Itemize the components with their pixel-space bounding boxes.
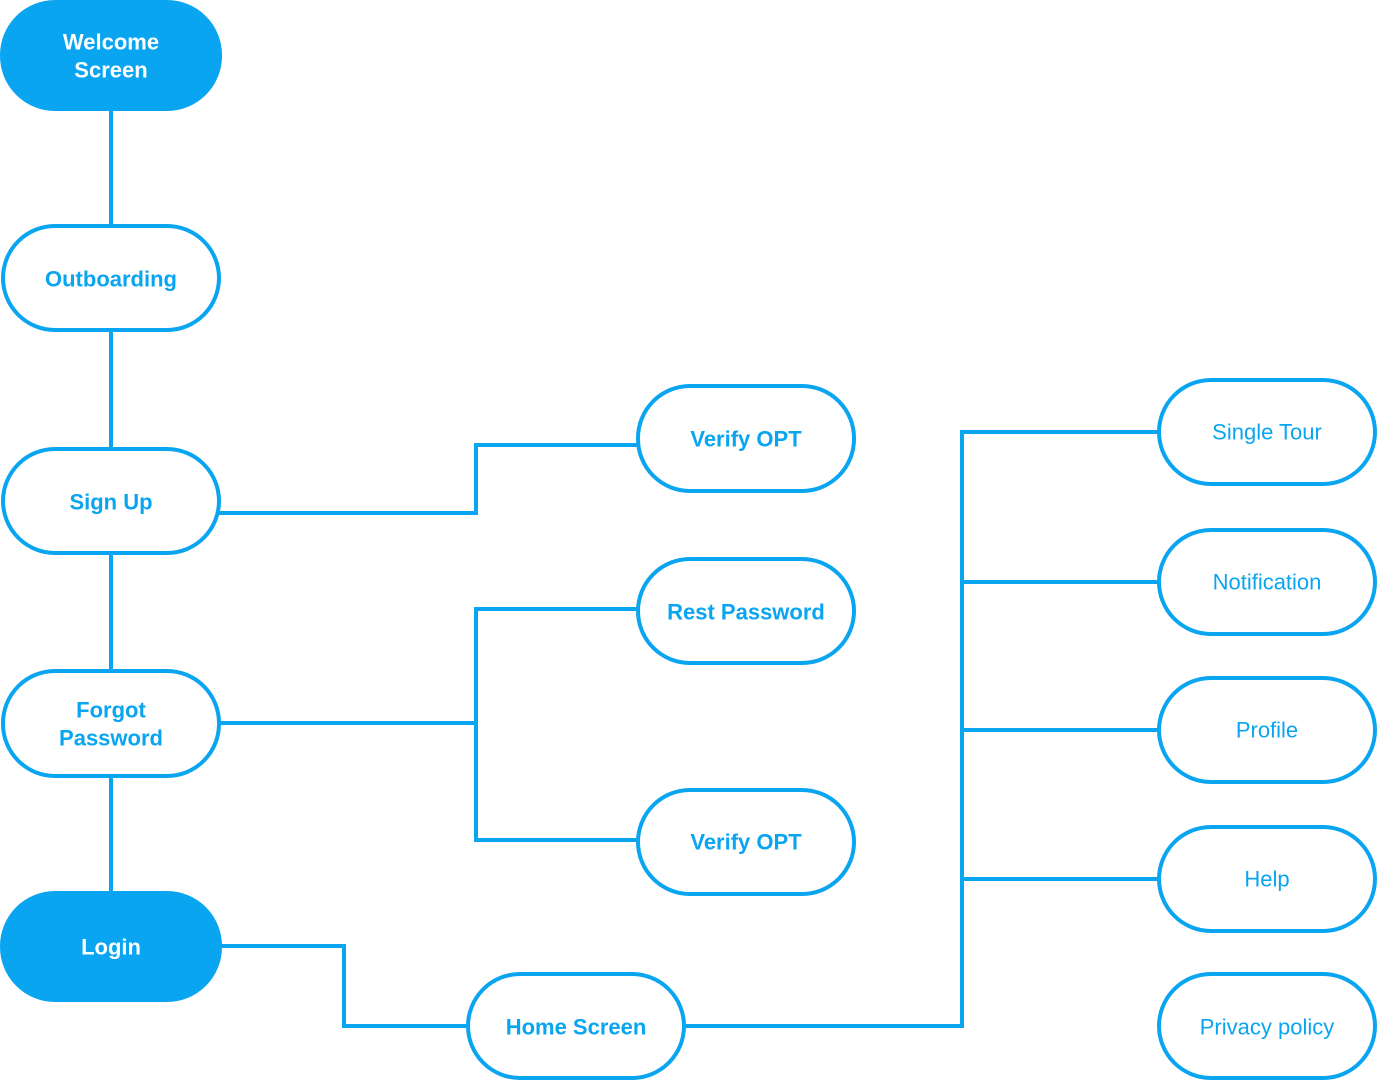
connector-login-home <box>220 944 468 1028</box>
node-profile-label: Profile <box>1236 718 1298 743</box>
connectors <box>109 110 1159 1028</box>
node-help-label: Help <box>1244 867 1289 892</box>
node-notification[interactable]: Notification <box>1157 528 1377 636</box>
node-outboarding[interactable]: Outboarding <box>1 224 221 332</box>
node-login[interactable]: Login <box>0 891 222 1002</box>
node-privacy-policy[interactable]: Privacy policy <box>1157 972 1377 1080</box>
node-verify-opt-signup-label: Verify OPT <box>690 427 802 452</box>
node-profile[interactable]: Profile <box>1157 676 1377 784</box>
node-forgot-password-line-2: Password <box>59 726 163 751</box>
node-notification-label: Notification <box>1213 570 1322 595</box>
node-sign-up[interactable]: Sign Up <box>1 447 221 555</box>
node-rest-password[interactable]: Rest Password <box>636 557 856 665</box>
node-privacy-policy-label: Privacy policy <box>1200 1015 1334 1040</box>
node-home-screen-label: Home Screen <box>506 1015 647 1040</box>
node-verify-opt-forgot-label: Verify OPT <box>690 830 802 855</box>
node-forgot-password[interactable]: Forgot Password <box>1 669 221 778</box>
node-welcome-screen[interactable]: Welcome Screen <box>0 0 222 111</box>
node-rest-password-label: Rest Password <box>667 600 825 625</box>
node-welcome-screen-line-2: Screen <box>74 58 147 83</box>
node-forgot-password-line-1: Forgot <box>76 698 146 723</box>
node-outboarding-label: Outboarding <box>45 267 177 292</box>
node-single-tour[interactable]: Single Tour <box>1157 378 1377 486</box>
node-single-tour-label: Single Tour <box>1212 420 1322 445</box>
node-home-screen[interactable]: Home Screen <box>466 972 686 1080</box>
connector-signup-verify-opt <box>218 443 638 515</box>
node-verify-opt-forgot[interactable]: Verify OPT <box>636 788 856 896</box>
node-welcome-screen-line-1: Welcome <box>63 30 159 55</box>
node-login-label: Login <box>81 935 141 960</box>
node-help[interactable]: Help <box>1157 825 1377 933</box>
node-sign-up-label: Sign Up <box>69 490 152 515</box>
connector-forgot-rest-verify <box>474 607 638 842</box>
node-verify-opt-signup[interactable]: Verify OPT <box>636 384 856 493</box>
